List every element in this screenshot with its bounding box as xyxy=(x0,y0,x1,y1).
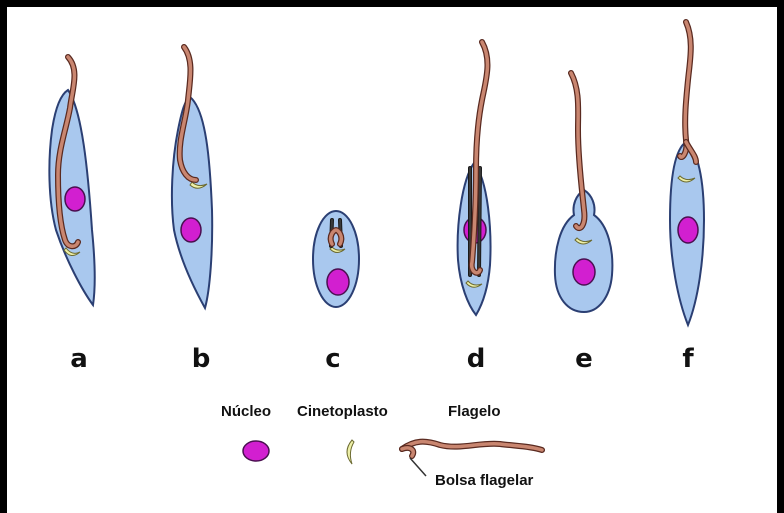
stage-f-nucleus xyxy=(678,217,698,243)
stage-c-nucleus xyxy=(327,269,349,295)
stage-e-nucleus xyxy=(573,259,595,285)
stage-label-e: e xyxy=(569,344,599,374)
stage-f-cell xyxy=(670,22,704,325)
stage-label-f: f xyxy=(673,344,703,374)
stage-b-nucleus xyxy=(181,218,201,242)
stage-a-nucleus xyxy=(65,187,85,211)
legend-nucleus-symbol xyxy=(243,441,269,461)
stage-label-a: a xyxy=(64,344,94,374)
legend-flagellar-pocket-label: Bolsa flagelar xyxy=(435,472,533,489)
legend-nucleus-label: Núcleo xyxy=(221,403,271,420)
legend-flagellum-label: Flagelo xyxy=(448,403,501,420)
stage-c-cell xyxy=(313,211,359,307)
legend-kinetoplast-symbol xyxy=(347,440,354,464)
stage-e-cell xyxy=(555,73,612,312)
stage-label-b: b xyxy=(186,344,216,374)
legend-kinetoplast-label: Cinetoplasto xyxy=(297,403,388,420)
stage-a-cell xyxy=(49,57,94,305)
stage-d-cell xyxy=(458,42,491,315)
legend-pocket-pointer xyxy=(410,458,426,476)
legend-flagellum-symbol xyxy=(402,442,542,456)
stage-b-cell xyxy=(172,47,212,308)
stage-label-c: c xyxy=(318,344,348,374)
stage-label-d: d xyxy=(461,344,491,374)
